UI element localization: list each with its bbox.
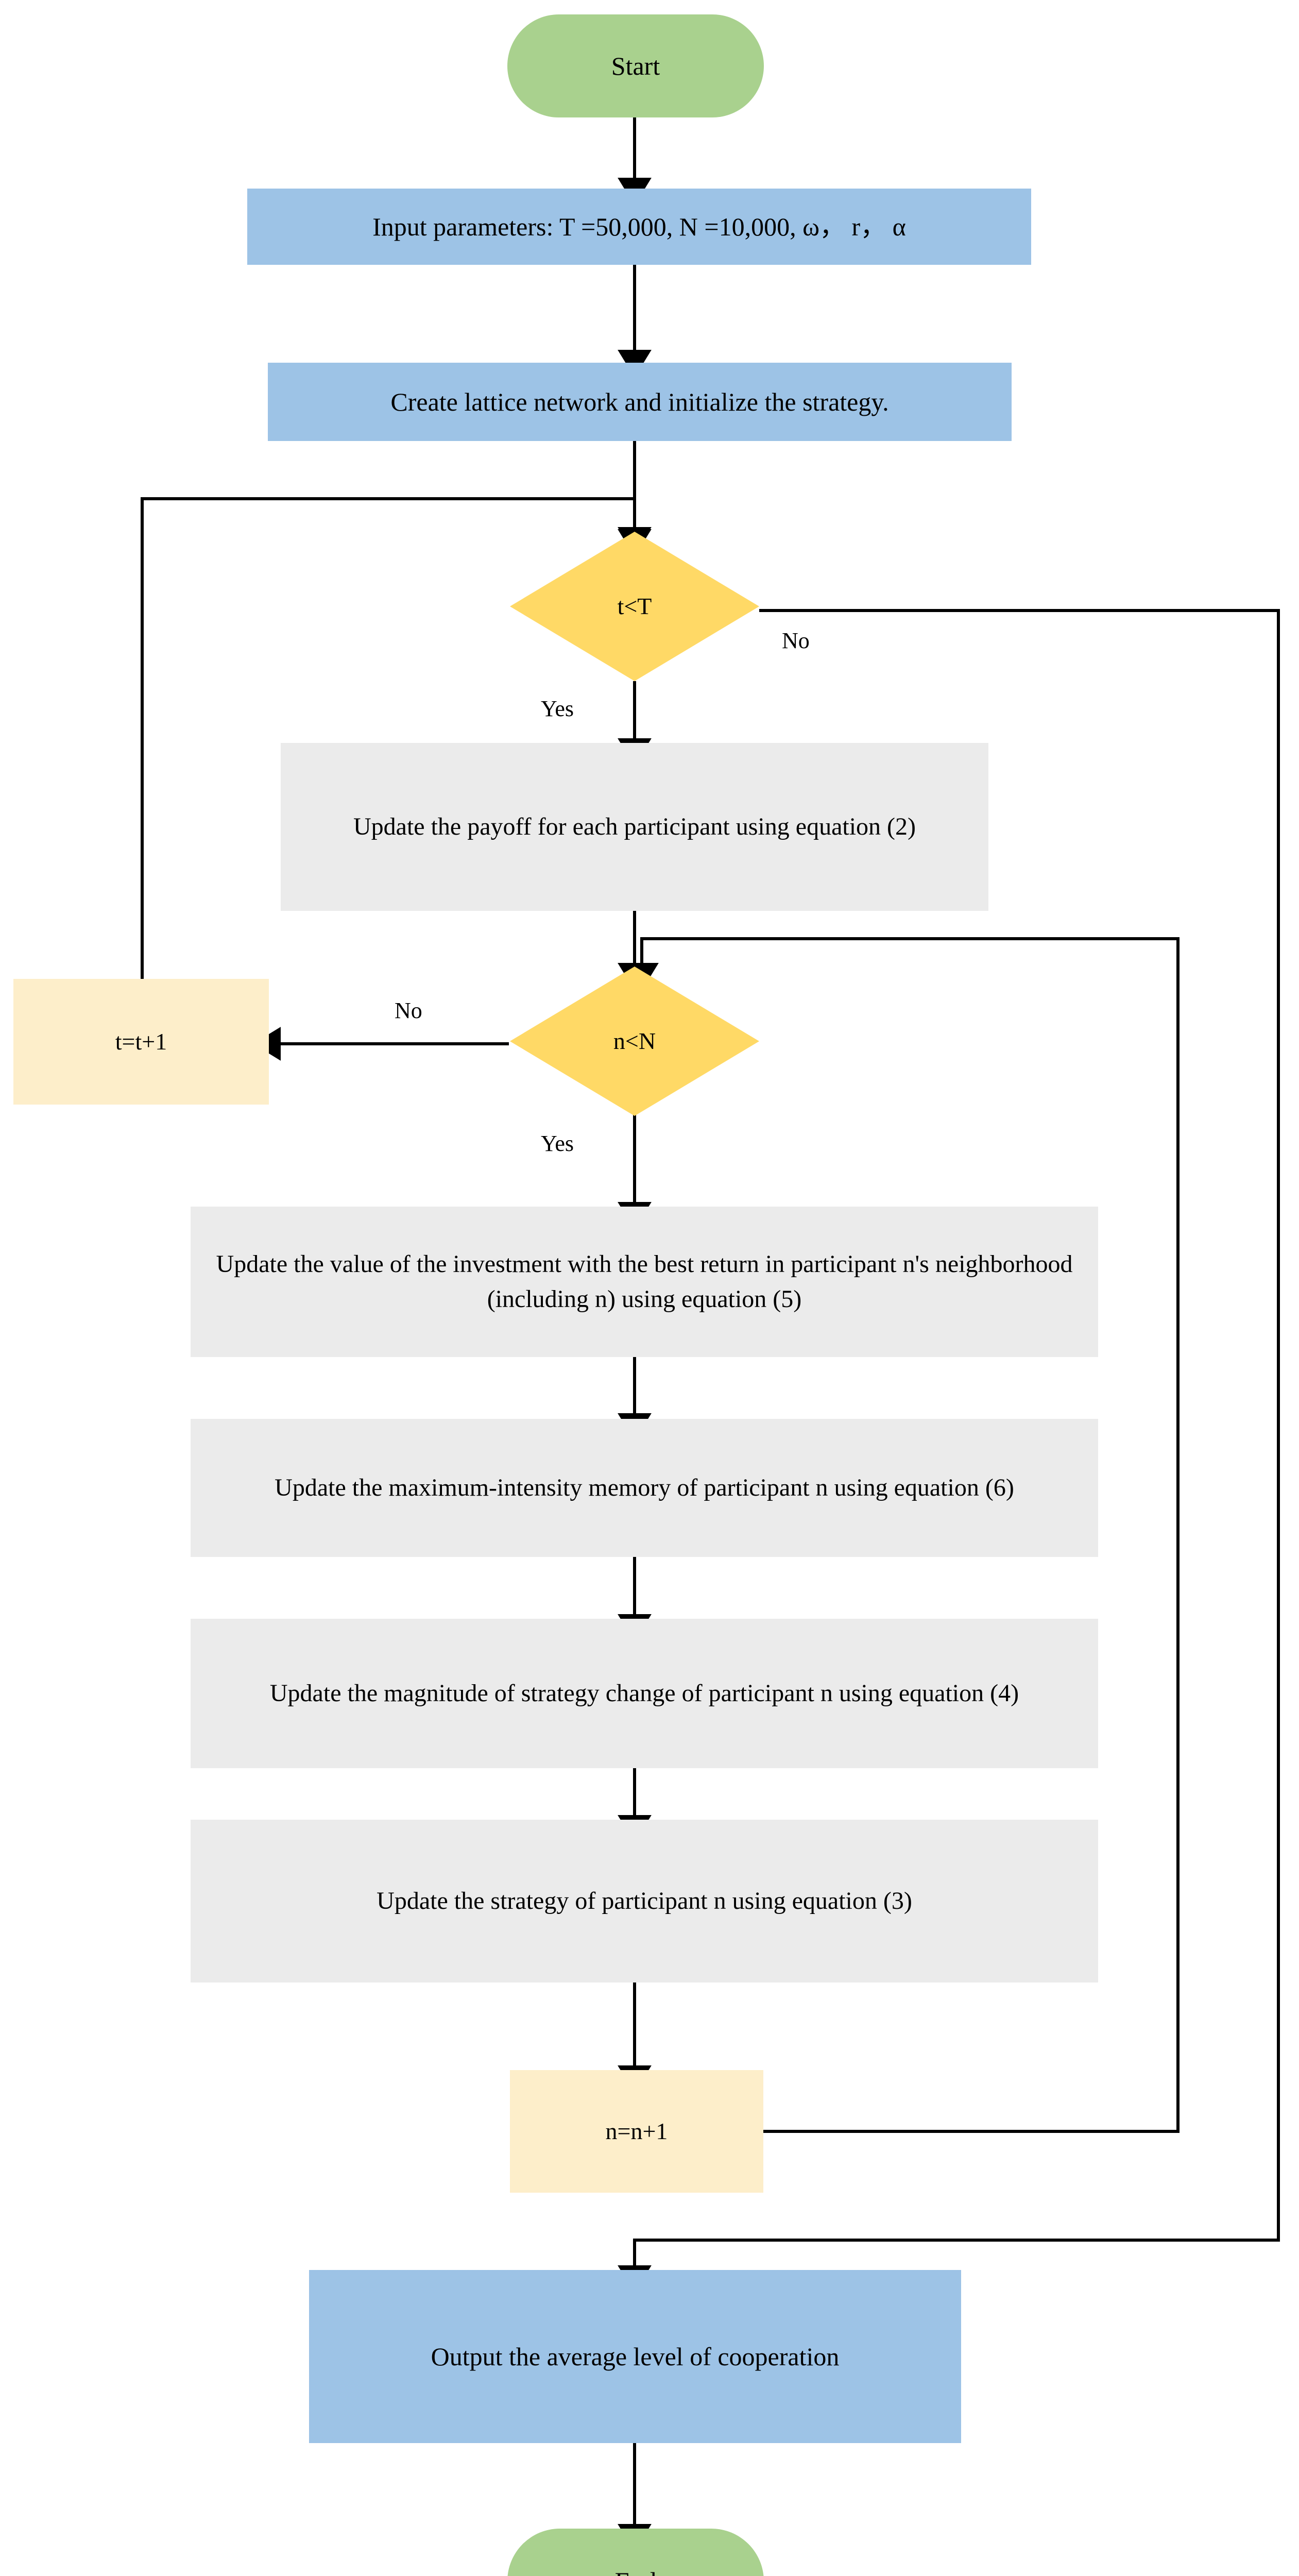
node-update-strategy[interactable]: Update the strategy of participant n usi… (191, 1820, 1098, 1982)
node-participant-increment[interactable]: n=n+1 (510, 2070, 763, 2193)
node-update-investment-label: Update the value of the investment with … (216, 1250, 1073, 1313)
node-create-lattice[interactable]: Create lattice network and initialize th… (268, 363, 1012, 441)
edge-time-no-to-output (618, 609, 1280, 2293)
node-time-loop-decision[interactable]: t<T (510, 532, 759, 681)
node-end-label: End (507, 2563, 764, 2576)
node-update-memory[interactable]: Update the maximum-intensity memory of p… (191, 1419, 1098, 1557)
node-time-increment-label: t=t+1 (115, 1028, 167, 1055)
edge-time-increment-loop-back (141, 497, 652, 980)
edge-participant-increment-loop-back (625, 937, 1180, 2133)
edge-label-time-loop-yes: Yes (538, 696, 577, 722)
edge-label-time-loop-no: No (779, 628, 813, 654)
node-start-label: Start (611, 51, 660, 80)
node-start[interactable]: Start (507, 14, 764, 117)
node-participant-loop-decision-label: n<N (613, 1028, 656, 1055)
node-input-parameters-label: Input parameters: T =50,000, N =10,000, … (372, 212, 906, 241)
node-participant-loop-decision[interactable]: n<N (510, 967, 759, 1116)
edge-label-participant-loop-yes: Yes (538, 1130, 577, 1157)
node-output-result[interactable]: Output the average level of cooperation (309, 2270, 961, 2443)
node-create-lattice-label: Create lattice network and initialize th… (390, 387, 889, 416)
node-time-loop-decision-label: t<T (617, 593, 652, 620)
node-update-magnitude-label: Update the magnitude of strategy change … (269, 1679, 1019, 1707)
node-input-parameters[interactable]: Input parameters: T =50,000, N =10,000, … (247, 189, 1031, 265)
node-participant-increment-label: n=n+1 (605, 2118, 668, 2145)
node-update-payoff-label: Update the payoff for each participant u… (353, 812, 916, 840)
node-update-payoff[interactable]: Update the payoff for each participant u… (281, 743, 988, 911)
node-update-magnitude[interactable]: Update the magnitude of strategy change … (191, 1619, 1098, 1768)
node-update-investment[interactable]: Update the value of the investment with … (191, 1207, 1098, 1357)
edge-label-participant-loop-no: No (391, 997, 425, 1024)
node-update-memory-label: Update the maximum-intensity memory of p… (275, 1473, 1014, 1501)
node-end[interactable]: End (507, 2529, 764, 2576)
node-update-strategy-label: Update the strategy of participant n usi… (377, 1887, 912, 1914)
node-output-result-label: Output the average level of cooperation (431, 2342, 840, 2371)
node-time-increment[interactable]: t=t+1 (13, 979, 269, 1105)
